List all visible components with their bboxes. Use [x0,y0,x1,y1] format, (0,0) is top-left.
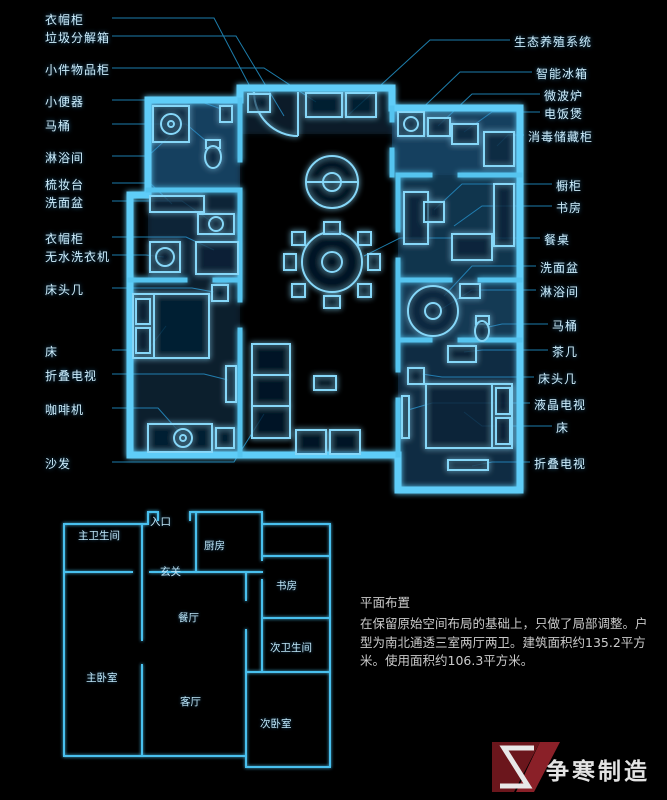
label-toilet-2: 马桶 [552,319,579,333]
label-waterless-washer: 无水洗衣机 [45,250,111,264]
label-study: 书房 [556,201,583,215]
label-wash-basin: 洗面盆 [45,196,85,210]
label-cupboard: 橱柜 [556,179,583,193]
logo-mark [492,742,560,792]
label-toilet: 马桶 [45,119,72,133]
label-dining-table: 餐桌 [544,233,571,247]
label-urinal: 小便器 [45,95,85,109]
logo-text: 争寒制造 [546,759,650,785]
label-coffee-machine: 咖啡机 [45,403,85,417]
description-block: 平面布置 在保留原始空间布局的基础上，只做了局部调整。户型为南北通透三室两厅两卫… [360,594,658,671]
label-tea-table: 茶几 [552,345,579,359]
room-label-kitchen: 厨房 [204,540,225,552]
label-folding-tv: 折叠电视 [45,369,98,383]
label-shower-room: 淋浴间 [45,151,85,165]
room-label-second-bathroom: 次卫生间 [270,642,312,654]
label-garbage-decomposer: 垃圾分解箱 [45,31,111,45]
room-label-study: 书房 [276,580,297,592]
label-wardrobe-cabinet: 衣帽柜 [45,13,85,27]
main-floorplan [126,84,524,494]
room-label-entrance: 入口 [150,516,171,528]
label-folding-tv-2: 折叠电视 [534,457,587,471]
label-wardrobe-cabinet-2: 衣帽柜 [45,232,85,246]
description-body: 在保留原始空间布局的基础上，只做了局部调整。户型为南北通透三室两厅两卫。建筑面积… [360,615,648,669]
room-label-foyer: 玄关 [160,566,181,578]
label-sofa: 沙发 [45,457,72,471]
label-bed: 床 [45,345,59,359]
room-label-master-bathroom: 主卫生间 [78,530,120,542]
label-bedside-table: 床头几 [45,283,85,297]
label-small-items-cabinet: 小件物品柜 [45,63,111,77]
label-smart-fridge: 智能冰箱 [536,67,589,81]
label-bedside-table-2: 床头几 [538,372,578,386]
label-shower-room-2: 淋浴间 [540,285,580,299]
label-dressing-table: 梳妆台 [45,178,85,192]
label-disinfection-cabinet: 消毒储藏柜 [528,130,594,144]
room-label-master-bedroom: 主卧室 [86,672,118,684]
label-microwave: 微波炉 [544,89,584,103]
label-bed-2: 床 [556,421,570,435]
label-wash-basin-2: 洗面盆 [540,261,580,275]
small-floorplan [63,511,331,768]
label-rice-cooker: 电饭煲 [544,107,584,121]
description-title: 平面布置 [360,595,411,610]
label-eco-farming-system: 生态养殖系统 [514,35,593,49]
room-label-second-bedroom: 次卧室 [260,718,292,730]
label-lcd-tv: 液晶电视 [534,398,587,412]
room-label-living-room: 客厅 [180,696,201,708]
room-label-dining-room: 餐厅 [178,612,199,624]
